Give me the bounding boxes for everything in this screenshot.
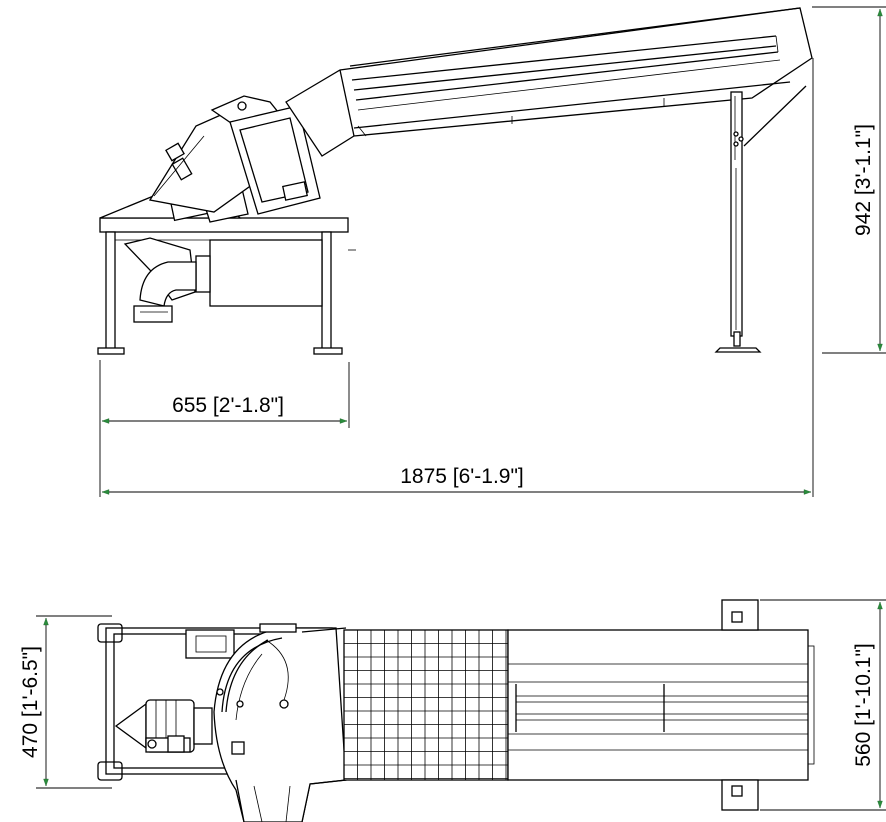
side-extension-lines (99, 6, 886, 497)
dimension-560: 560 [1'-10.1"] (852, 601, 883, 809)
dimension-942-label: 942 [3'-1.1"] (852, 124, 875, 236)
rear-support-leg (714, 85, 807, 353)
top-conveyor (507, 599, 815, 811)
top-motor (114, 699, 213, 753)
dimension-655-label: 655 [2'-1.8"] (172, 394, 284, 417)
top-extension-lines (36, 599, 886, 811)
top-hopper (213, 623, 347, 822)
feed-motor-assembly (99, 95, 321, 223)
dimension-470-label: 470 [1'-6.5"] (19, 646, 42, 758)
top-frame (97, 623, 339, 781)
top-view: 470 [1'-6.5"] 560 [1'-10.1"] (19, 599, 886, 822)
dimension-1875: 1875 [6'-1.9"] (101, 465, 812, 495)
dimension-1875-label: 1875 [6'-1.9"] (400, 465, 524, 488)
dimension-942: 942 [3'-1.1"] (852, 8, 883, 352)
dimension-655: 655 [2'-1.8"] (101, 394, 348, 424)
top-grate (343, 629, 509, 781)
dimension-470: 470 [1'-6.5"] (19, 617, 49, 787)
conveyor-chute (285, 7, 813, 157)
side-view: 655 [2'-1.8"] 1875 [6'-1.9"] 942 [3'-1.1… (97, 6, 886, 497)
motor-housing (123, 237, 323, 323)
dimension-560-label: 560 [1'-10.1"] (852, 643, 875, 767)
